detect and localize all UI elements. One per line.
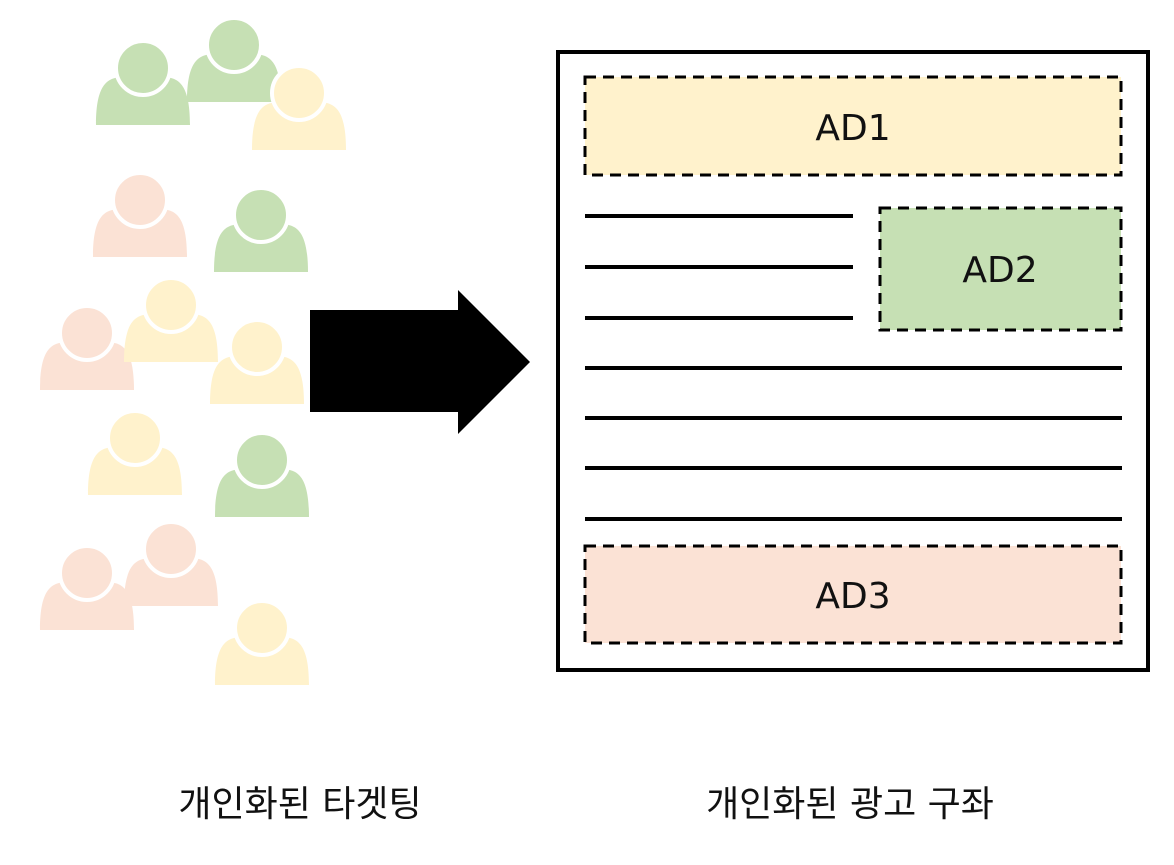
person-icon: [93, 171, 187, 257]
caption-ad-slots: 개인화된 광고 구좌: [706, 784, 994, 825]
person-icon: [215, 599, 309, 685]
person-head: [205, 16, 263, 74]
ad-box-3: [583, 544, 1123, 645]
person-icon: [214, 186, 308, 272]
ad-slot-2: AD2: [878, 206, 1123, 332]
person-head: [228, 318, 286, 376]
person-head: [142, 276, 200, 334]
person-icon: [252, 64, 346, 150]
person-icon: [215, 431, 309, 517]
person-body: [96, 77, 190, 125]
ad-box-2: [878, 206, 1123, 332]
person-head: [142, 520, 200, 578]
person-head: [233, 431, 291, 489]
person-body: [93, 209, 187, 257]
person-body: [215, 469, 309, 517]
person-head: [232, 186, 290, 244]
person-icon: [40, 304, 134, 390]
person-icon: [96, 39, 190, 125]
person-head: [233, 599, 291, 657]
person-body: [252, 102, 346, 150]
person-icon: [187, 16, 281, 102]
right-arrow-icon: [310, 290, 530, 434]
ad-label-2: AD2: [962, 250, 1037, 291]
person-body: [210, 356, 304, 404]
ad-label-3: AD3: [815, 576, 890, 617]
person-head: [58, 304, 116, 362]
person-body: [88, 447, 182, 495]
person-head: [270, 64, 328, 122]
ad-label-1: AD1: [815, 108, 890, 149]
person-body: [124, 314, 218, 362]
ad-slot-3: AD3: [583, 544, 1123, 645]
person-icon: [124, 520, 218, 606]
people-group: [40, 16, 346, 685]
person-icon: [124, 276, 218, 362]
person-body: [40, 342, 134, 390]
ad-box-1: [583, 75, 1123, 177]
person-icon: [40, 544, 134, 630]
person-head: [114, 39, 172, 97]
person-body: [214, 224, 308, 272]
person-body: [187, 54, 281, 102]
person-icon: [210, 318, 304, 404]
person-icon: [88, 409, 182, 495]
person-body: [215, 637, 309, 685]
person-head: [58, 544, 116, 602]
person-head: [106, 409, 164, 467]
person-body: [40, 582, 134, 630]
person-head: [111, 171, 169, 229]
caption-targeting: 개인화된 타겟팅: [178, 784, 422, 825]
content-lines: [585, 214, 1122, 521]
ad-slot-1: AD1: [583, 75, 1123, 177]
person-body: [124, 558, 218, 606]
